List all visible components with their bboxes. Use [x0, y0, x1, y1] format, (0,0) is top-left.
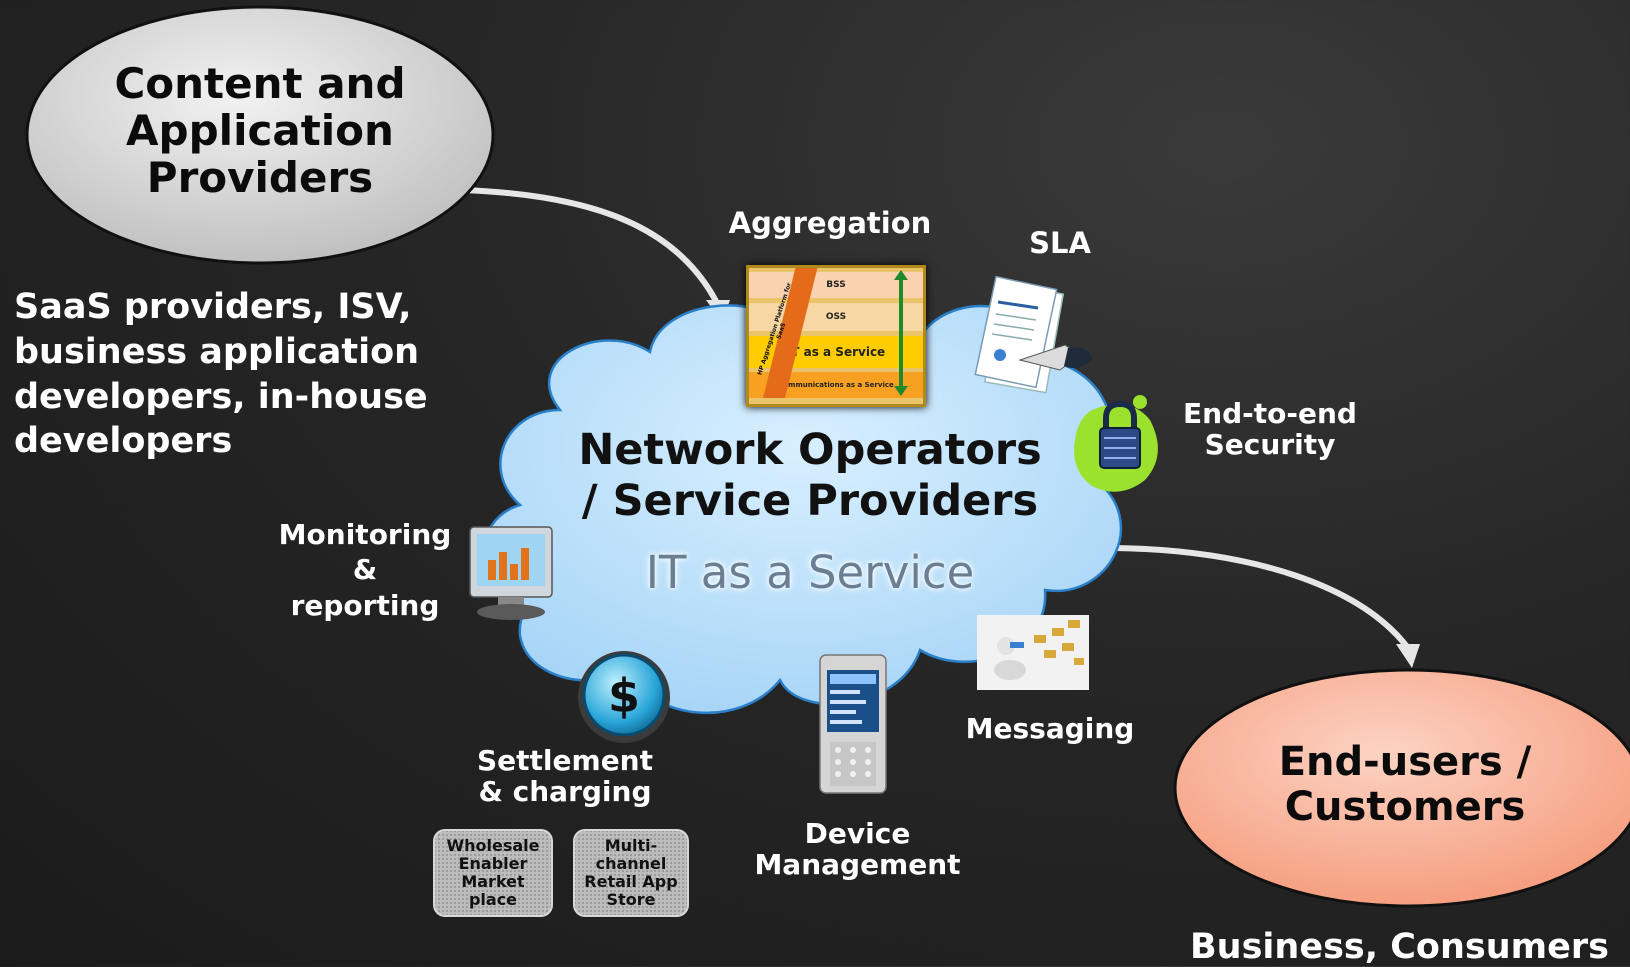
- stack-layer-bss-label: BSS: [826, 280, 846, 290]
- smartphone-icon: [819, 654, 887, 794]
- stack-layer-oss: OSS: [749, 303, 923, 331]
- svg-text:$: $: [608, 669, 640, 723]
- end-users-title: End-users / Customers: [1278, 739, 1532, 830]
- stack-layer-oss-label: OSS: [825, 312, 847, 322]
- padlock-icon: [1074, 395, 1158, 492]
- cloud-subtitle: IT as a Service: [645, 546, 975, 599]
- stack-layer-itaas-label: IT as a Service: [786, 345, 886, 359]
- document-signing-icon: [974, 275, 1092, 394]
- messaging-icon: [977, 615, 1089, 690]
- retail-app-store-label: Multi-channel Retail App Store: [584, 836, 678, 909]
- monitoring-label: Monitoring & reporting: [278, 518, 452, 622]
- stack-layer-bss: BSS: [749, 272, 923, 298]
- security-label: End-to-end Security: [1183, 397, 1357, 462]
- arrow-cloud-to-endusers: [1114, 545, 1411, 650]
- messaging-label: Messaging: [965, 712, 1135, 745]
- cloud-title: Network Operators / Service Providers: [578, 425, 1042, 526]
- end-users-description: Business, Consumers: [1190, 927, 1609, 967]
- retail-app-store-chip: Multi-channel Retail App Store: [573, 829, 689, 917]
- stack-arrow-bottom: [894, 386, 908, 396]
- sla-label: SLA: [1029, 226, 1091, 260]
- content-providers-description: SaaS providers, ISV, business applicatio…: [14, 287, 428, 462]
- device-management-label: Device Management: [754, 817, 961, 882]
- arrow-content-to-cloud: [461, 187, 721, 307]
- stack-arrow-top: [894, 270, 908, 280]
- end-users-ellipse: [1173, 668, 1630, 908]
- stack-double-arrow: [899, 276, 903, 390]
- wholesale-marketplace-chip: Wholesale Enabler Market place: [433, 829, 553, 917]
- stack-layer-caas-label: Communications as a Service: [778, 381, 894, 389]
- wholesale-marketplace-label: Wholesale Enabler Market place: [446, 836, 540, 909]
- content-providers-ellipse: [25, 5, 495, 265]
- aggregation-label: Aggregation: [728, 206, 932, 240]
- content-providers-title: Content and Application Providers: [114, 59, 406, 203]
- dollar-coin-icon: $: [578, 651, 670, 743]
- aggregation-stack: BSS OSS IT as a Service Communications a…: [746, 265, 926, 407]
- monitor-chart-icon: [469, 526, 553, 620]
- arrow-cloud-to-endusers-head: [1396, 644, 1420, 668]
- settlement-label: Settlement & charging: [477, 744, 653, 809]
